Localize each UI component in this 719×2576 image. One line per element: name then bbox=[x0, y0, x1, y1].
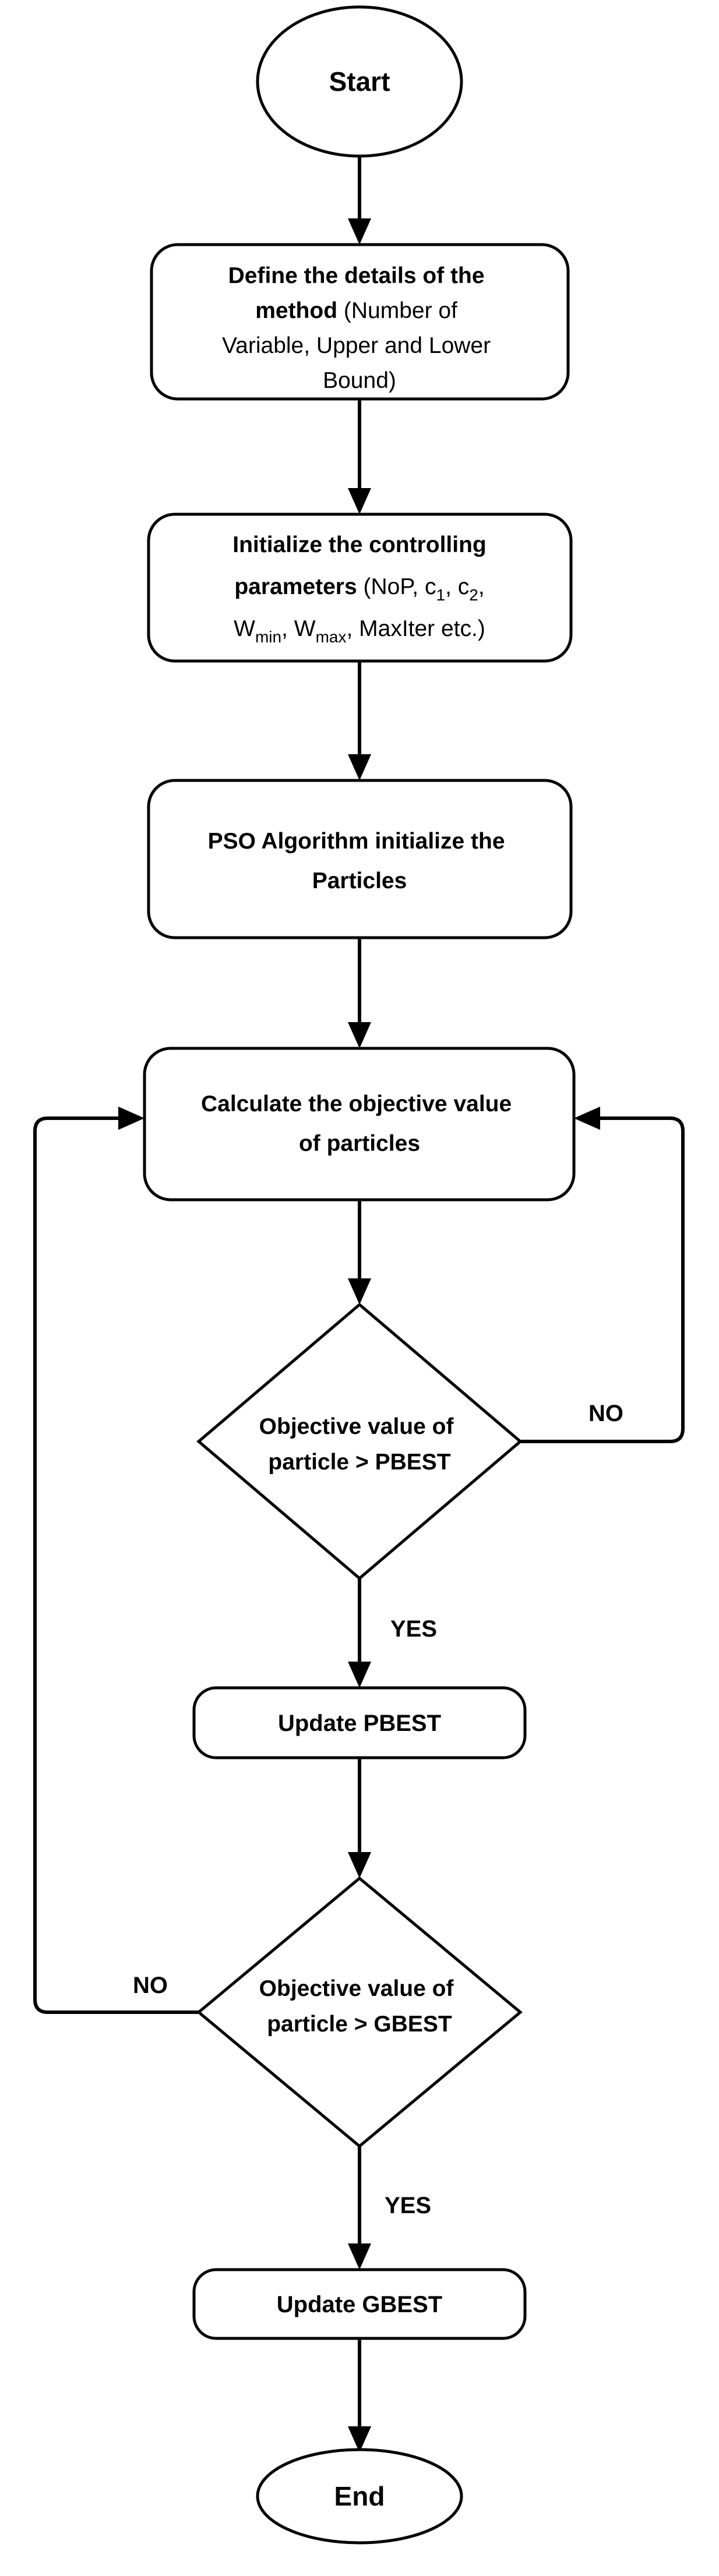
svg-text:PSO Algorithm initialize the: PSO Algorithm initialize the Particles bbox=[208, 829, 512, 893]
arrowhead bbox=[348, 1022, 371, 1048]
c1-subscript: 1 bbox=[436, 586, 445, 604]
label-yes-pbest: YES bbox=[390, 1616, 437, 1642]
start-label: Start bbox=[329, 66, 390, 97]
svg-text:Initialize the controlling: Initialize the controlling bbox=[232, 532, 487, 557]
init-c-end: , bbox=[478, 574, 485, 599]
update-gbest-label: Update GBEST bbox=[277, 2292, 442, 2317]
arrowhead bbox=[348, 488, 371, 514]
loop-gbest-no bbox=[33, 1116, 198, 2014]
calc-line-1: Calculate the objective value bbox=[201, 1091, 512, 1116]
arrowhead bbox=[574, 1107, 600, 1130]
w-max-subscript: max bbox=[316, 628, 347, 646]
decision-pbest: Objective value of particle > PBEST bbox=[196, 1302, 523, 1581]
init-line-1: Initialize the controlling bbox=[232, 532, 487, 557]
svg-text:parameters (NoP, c1, c2,: parameters (NoP, c1, c2, bbox=[234, 574, 484, 604]
svg-text:Wmin, Wmax, MaxIter etc.): Wmin, Wmax, MaxIter etc.) bbox=[234, 616, 485, 646]
init-w-sep: , W bbox=[281, 616, 316, 641]
svg-text:Objective value of parti: Objective value of particle > GBEST bbox=[259, 1976, 460, 2037]
arrowhead bbox=[348, 1662, 371, 1688]
process-pso-initialize: PSO Algorithm initialize the Particles bbox=[147, 779, 573, 939]
start-terminal: Start bbox=[256, 5, 463, 158]
pso-line-1: PSO Algorithm initialize the bbox=[208, 829, 505, 854]
arrowhead bbox=[348, 218, 371, 245]
define-line-2-bold: method bbox=[255, 298, 337, 323]
calc-line-2: of particles bbox=[299, 1131, 420, 1156]
process-update-gbest: Update GBEST bbox=[192, 2268, 527, 2340]
process-calculate-objective: Calculate the objective value of particl… bbox=[143, 1047, 576, 1202]
define-line-1: Define the details of the bbox=[228, 263, 485, 288]
svg-text:Define the details of the: Define the details of the method (Number… bbox=[222, 263, 497, 393]
process-update-pbest: Update PBEST bbox=[192, 1686, 527, 1759]
decision-gbest: Objective value of particle > GBEST bbox=[196, 1876, 523, 2149]
decision-pbest-line-1: Objective value of bbox=[259, 1414, 454, 1439]
arrowhead bbox=[348, 1278, 371, 1305]
define-line-2-rest: (Number of bbox=[337, 298, 457, 323]
define-line-3: Variable, Upper and Lower bbox=[222, 333, 491, 358]
label-yes-gbest: YES bbox=[385, 2193, 431, 2218]
end-label: End bbox=[334, 2481, 385, 2511]
init-c-sep: , c bbox=[445, 574, 469, 599]
decision-gbest-line-1: Objective value of bbox=[259, 1976, 454, 2001]
init-line-2-rest: (NoP, c bbox=[357, 574, 436, 599]
arrowhead bbox=[118, 1107, 144, 1130]
decision-gbest-line-2: particle > GBEST bbox=[267, 2012, 452, 2037]
init-w-end: , MaxIter etc.) bbox=[346, 616, 485, 641]
arrowhead bbox=[348, 754, 371, 780]
arrowhead bbox=[348, 2243, 371, 2270]
loop-connectors bbox=[33, 1107, 685, 2014]
w-min-base: W bbox=[234, 616, 255, 641]
arrowhead bbox=[348, 1852, 371, 1878]
pso-line-2: Particles bbox=[312, 868, 407, 893]
arrowhead bbox=[348, 2426, 371, 2453]
end-terminal: End bbox=[256, 2448, 463, 2545]
connectors bbox=[348, 156, 371, 2453]
c2-subscript: 2 bbox=[469, 586, 478, 604]
init-line-2-bold: parameters bbox=[234, 574, 357, 599]
process-define-details: Define the details of the method (Number… bbox=[150, 243, 570, 401]
decision-pbest-line-2: particle > PBEST bbox=[268, 1450, 450, 1475]
update-pbest-label: Update PBEST bbox=[278, 1711, 441, 1736]
label-no-pbest: NO bbox=[588, 1401, 623, 1426]
label-no-gbest: NO bbox=[133, 1973, 168, 1998]
svg-text:Calculate the objective value: Calculate the objective value of particl… bbox=[201, 1091, 518, 1156]
define-line-4: Bound) bbox=[323, 368, 396, 393]
w-min-subscript: min bbox=[255, 628, 281, 646]
process-initialize-parameters: Initialize the controlling parameters (N… bbox=[147, 513, 573, 663]
svg-text:Objective value of parti: Objective value of particle > PBEST bbox=[259, 1414, 460, 1475]
loop-pbest-no bbox=[520, 1116, 685, 1443]
